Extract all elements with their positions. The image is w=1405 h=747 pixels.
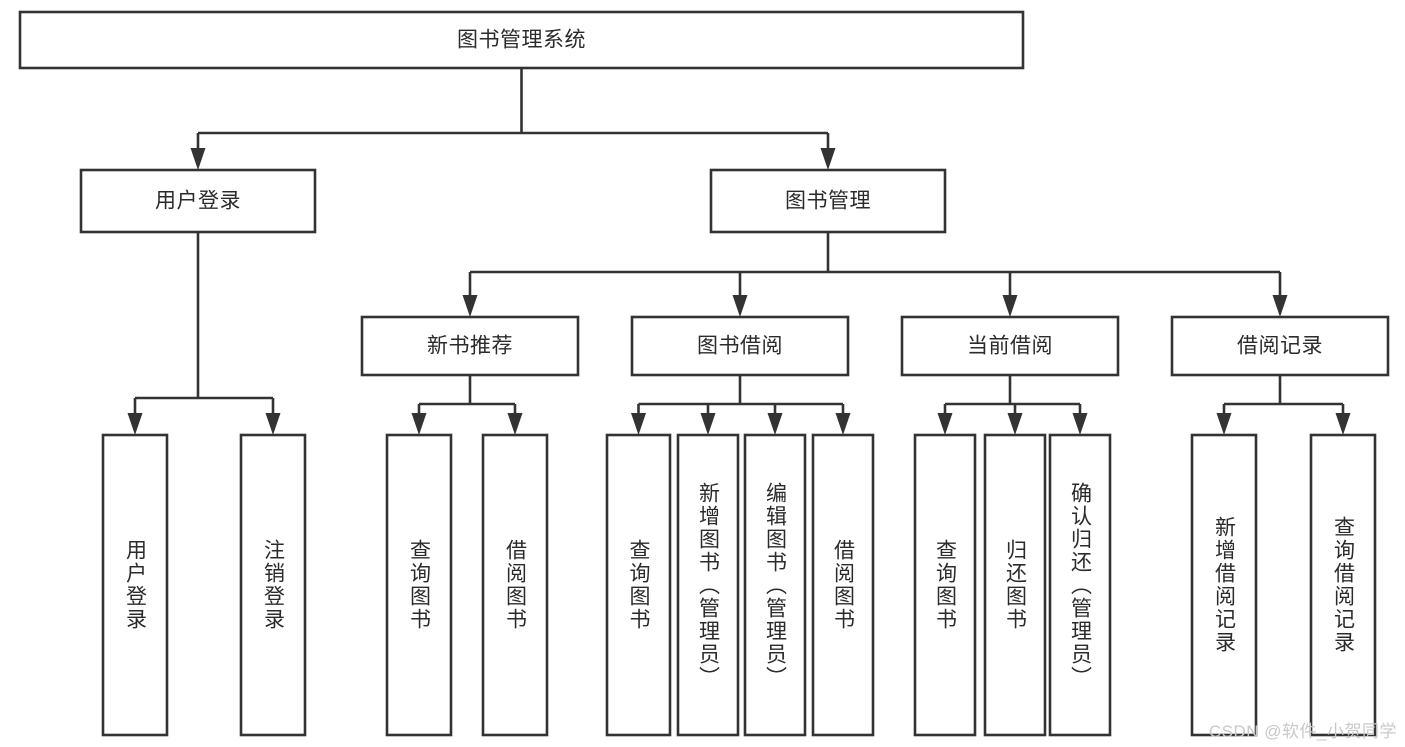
edge-arrowhead-leaf-add-book: [700, 413, 716, 435]
edge-group-new-book-recommend: [411, 375, 523, 435]
node-label-book-borrow: 图书借阅: [697, 335, 783, 358]
edge-arrowhead-leaf-user-login: [127, 413, 143, 435]
node-label-user-login: 用户登录: [155, 190, 241, 213]
node-box-leaf-confirm-return[interactable]: [1048, 433, 1112, 737]
edge-arrowhead-leaf-return-book: [1007, 413, 1023, 435]
edge-arrowhead-leaf-confirm-return: [1072, 413, 1088, 435]
edge-arrowhead-leaf-query-book-1: [411, 413, 427, 435]
node-label-root: 图书管理系统: [457, 29, 586, 52]
node-box-new-book-recommend[interactable]: [360, 315, 580, 377]
node-box-leaf-query-book-2[interactable]: [605, 433, 672, 737]
node-box-leaf-add-book[interactable]: [676, 433, 740, 737]
edge-group-user-login: [127, 232, 281, 435]
edge-arrowhead-leaf-query-book-2: [631, 413, 646, 435]
edge-arrowhead-leaf-logout: [265, 413, 281, 435]
node-box-borrow-record[interactable]: [1170, 315, 1390, 377]
edge-arrowhead-current-borrow: [1002, 295, 1018, 317]
edge-group-current-borrow: [937, 375, 1088, 435]
node-box-user-login[interactable]: [79, 168, 317, 234]
node-box-leaf-borrow-book-2[interactable]: [811, 433, 875, 737]
node-box-leaf-return-book[interactable]: [983, 433, 1047, 737]
node-box-book-manage[interactable]: [709, 168, 947, 234]
edge-arrowhead-new-book-recommend: [462, 295, 478, 317]
edge-arrowhead-leaf-query-record: [1335, 413, 1351, 435]
edge-arrowhead-leaf-borrow-book-2: [835, 413, 851, 435]
node-label-book-manage: 图书管理: [785, 190, 871, 213]
node-box-leaf-query-book-1[interactable]: [385, 433, 453, 737]
node-box-book-borrow[interactable]: [630, 315, 850, 377]
edges-layer: [127, 68, 1351, 435]
node-box-root[interactable]: [18, 10, 1025, 70]
node-label-current-borrow: 当前借阅: [967, 335, 1053, 358]
watermark-text: CSDN @软件_小贺同学: [1208, 722, 1397, 741]
edge-arrowhead-user-login: [190, 148, 206, 170]
edge-arrowhead-leaf-query-book-3: [937, 413, 953, 435]
node-box-leaf-user-login[interactable]: [101, 433, 169, 737]
node-box-leaf-logout[interactable]: [239, 433, 307, 737]
node-box-current-borrow[interactable]: [900, 315, 1120, 377]
node-box-leaf-add-record[interactable]: [1190, 433, 1258, 737]
edge-arrowhead-leaf-borrow-book-1: [507, 413, 523, 435]
node-box-leaf-query-book-3[interactable]: [913, 433, 977, 737]
node-box-leaf-query-record[interactable]: [1309, 433, 1377, 737]
edge-arrowhead-leaf-edit-book: [767, 413, 783, 435]
edge-arrowhead-book-manage: [820, 148, 836, 170]
edge-group-book-borrow: [631, 375, 851, 435]
node-label-new-book-recommend: 新书推荐: [427, 335, 513, 358]
node-label-borrow-record: 借阅记录: [1237, 335, 1323, 358]
edge-arrowhead-book-borrow: [732, 295, 748, 317]
edge-group-borrow-record: [1216, 375, 1351, 435]
edge-arrowhead-borrow-record: [1272, 295, 1288, 317]
boxes-layer: [18, 10, 1390, 737]
node-box-leaf-borrow-book-1[interactable]: [481, 433, 549, 737]
node-box-leaf-edit-book[interactable]: [743, 433, 807, 737]
edge-group-book-manage: [462, 232, 1288, 317]
edge-group-root: [190, 68, 836, 170]
edge-arrowhead-leaf-add-record: [1216, 413, 1232, 435]
